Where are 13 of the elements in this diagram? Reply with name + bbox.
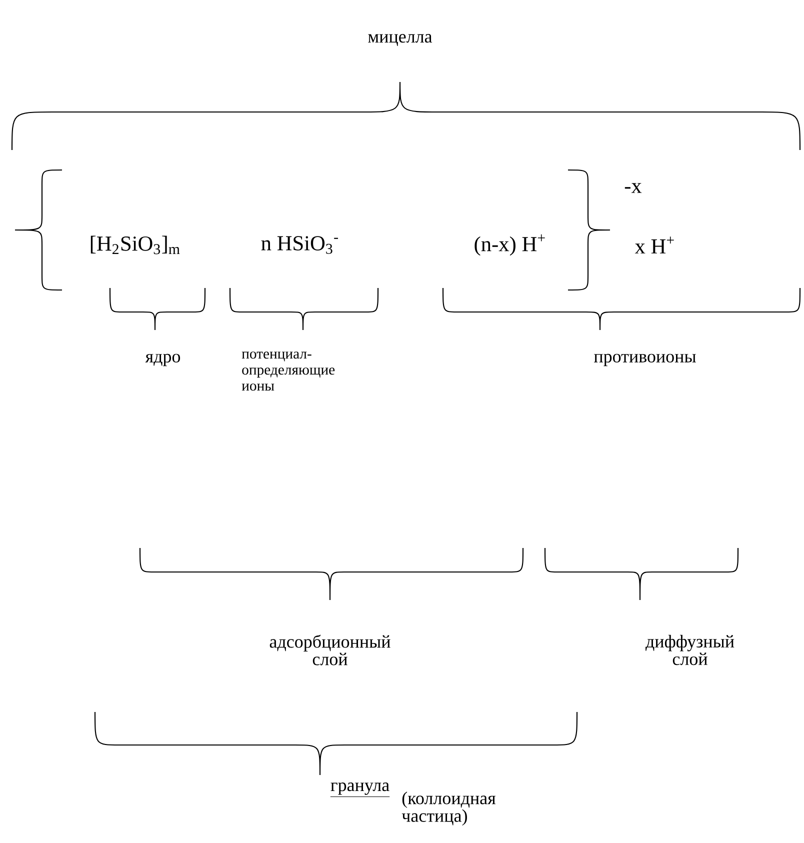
formula-text: -x — [624, 183, 642, 193]
formula-text: x H$^{+}$ — [634, 236, 674, 254]
label-text: потенциал- определяющие ионы — [242, 352, 335, 391]
formula-text: [H$_{2}$SiO$_{3}$]$_{m}$ — [90, 236, 180, 254]
label-text: (коллоидная частица) — [402, 792, 496, 826]
formula-text: n HSiO$_{3}$- — [261, 236, 338, 254]
label-text: противоионы — [594, 354, 696, 366]
label-text: мицелла — [368, 34, 432, 46]
label-text: диффузный слой — [646, 634, 734, 666]
label-text: адсорбционный слой — [270, 634, 390, 666]
label-text: ядро — [145, 354, 180, 366]
formula-text: (n-x) H$^{+}$ — [474, 234, 545, 256]
label-text: гранула — [330, 782, 390, 797]
